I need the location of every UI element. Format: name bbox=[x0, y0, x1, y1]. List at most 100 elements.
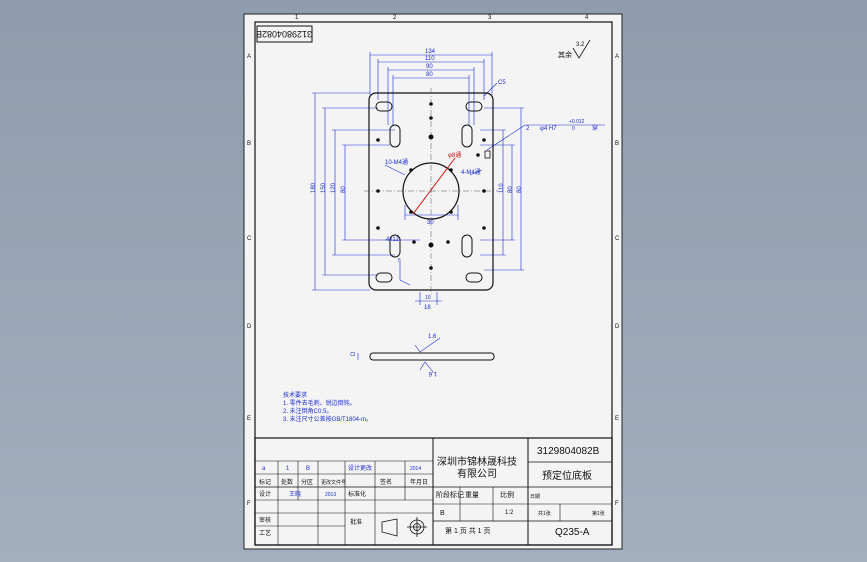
side-view-annotations bbox=[357, 337, 441, 373]
side-dim-1: 5 bbox=[398, 258, 401, 264]
hole bbox=[428, 134, 434, 140]
thread-note-3: φ8通 bbox=[448, 151, 461, 159]
projection-symbol-icon bbox=[381, 517, 427, 537]
drawing-number: 3129804082B bbox=[537, 446, 600, 457]
revision-doc: 设计更改 bbox=[348, 464, 372, 472]
slot-bottom-right-horizontal bbox=[465, 272, 483, 283]
title-block-texts: 深圳市锦林晟科技 有限公司 3129804082B 预定位底板 Q235-A 阶… bbox=[259, 446, 605, 538]
hole bbox=[476, 153, 480, 157]
revision-count: 1 bbox=[286, 466, 290, 472]
standardize-label: 标准化 bbox=[348, 490, 366, 498]
slot-lower-right-vertical bbox=[461, 234, 473, 258]
revision-date: 2014 bbox=[410, 466, 421, 472]
side-dim-2: 10 bbox=[425, 295, 431, 301]
misc-sheet-no: 第1张 bbox=[592, 510, 605, 517]
hole-callout-text: φ4 H7 bbox=[540, 126, 557, 132]
design-date: 2013 bbox=[325, 492, 336, 498]
title-block-entries: 王晓 2013 a 1 B 设计更改 2014 bbox=[262, 464, 421, 498]
hole-callout-suffix: 穿 bbox=[592, 124, 598, 132]
dim-top-4: 80 bbox=[426, 72, 433, 78]
part-name: 预定位底板 bbox=[542, 469, 592, 482]
hole bbox=[409, 168, 413, 172]
col-label-change-doc: 更改文件号 bbox=[321, 479, 346, 486]
dim-top-1: 134 bbox=[425, 49, 436, 55]
hole bbox=[409, 210, 413, 214]
hole bbox=[429, 116, 433, 120]
zone-col-2: 2 bbox=[393, 15, 397, 21]
dim-left-3: 120 bbox=[331, 182, 337, 193]
dim-top-3: 90 bbox=[426, 64, 433, 70]
technical-requirements: 技术要求 1. 零件去毛刺、锐边倒钝。 2. 未注倒角C0.5。 3. 未注尺寸… bbox=[283, 391, 372, 423]
plate-slots bbox=[375, 101, 483, 283]
bore-diameter-leader bbox=[412, 157, 456, 215]
zone-row-d-right: D bbox=[615, 324, 620, 330]
hole bbox=[449, 168, 453, 172]
plate-holes bbox=[376, 102, 486, 270]
central-bore bbox=[402, 162, 460, 220]
zone-row-b-right: B bbox=[615, 141, 619, 147]
hole bbox=[482, 226, 486, 230]
side-view-plate bbox=[369, 352, 495, 361]
zone-row-a-right: A bbox=[615, 54, 619, 60]
title-block bbox=[254, 437, 613, 546]
zone-row-d: D bbox=[247, 324, 252, 330]
side-surface-finish: 1.6 bbox=[428, 334, 437, 340]
company-name-line-1: 深圳市锦林晟科技 bbox=[437, 455, 517, 468]
slot-upper-right-vertical bbox=[461, 124, 473, 148]
drawing-number-rotated: 3129804082B bbox=[256, 29, 312, 39]
surface-finish-symbol bbox=[572, 39, 591, 59]
hole bbox=[376, 138, 380, 142]
scale-value: 1:2 bbox=[505, 510, 514, 516]
zone-row-f-right: F bbox=[615, 501, 619, 507]
hole bbox=[429, 102, 433, 106]
bottom-dim: 18 bbox=[424, 305, 431, 311]
dim-right-3: 80 bbox=[517, 186, 523, 193]
col-label-signature: 签名 bbox=[380, 478, 392, 486]
drawing-number-box bbox=[256, 25, 313, 43]
slot-top-right-horizontal bbox=[465, 101, 483, 112]
zone-row-c-right: C bbox=[615, 236, 620, 242]
col-label-date: 年月日 bbox=[410, 478, 428, 486]
center-hole-dim: 4x12 bbox=[386, 237, 400, 243]
hole bbox=[428, 242, 434, 248]
col-label-zone: 分区 bbox=[301, 478, 313, 486]
zone-row-a: A bbox=[247, 54, 251, 60]
hole bbox=[446, 240, 450, 244]
revision-mark: a bbox=[262, 466, 266, 472]
slot-lower-left-vertical bbox=[389, 234, 401, 258]
tech-note-line-1: 1. 零件去毛刺、锐边倒钝。 bbox=[283, 399, 356, 407]
surface-finish-label: 其余 bbox=[558, 50, 572, 59]
hole-callout-tol-lower: 0 bbox=[572, 126, 575, 132]
hole bbox=[449, 210, 453, 214]
hole bbox=[482, 189, 486, 193]
zone-row-b: B bbox=[247, 141, 251, 147]
scale-header: 比例 bbox=[500, 490, 514, 499]
slot-upper-left-vertical bbox=[389, 124, 401, 148]
revision-zone: B bbox=[306, 466, 310, 472]
company-name-line-2: 有限公司 bbox=[457, 467, 497, 480]
col-label-count: 处数 bbox=[281, 478, 293, 486]
hole bbox=[412, 240, 416, 244]
plate-dimensions bbox=[312, 52, 605, 305]
slot-top-left-horizontal bbox=[375, 101, 393, 112]
hole-callout-tol-upper: +0.012 bbox=[569, 119, 585, 125]
zone-row-c: C bbox=[247, 236, 252, 242]
misc-sheets-total: 共1张 bbox=[538, 510, 551, 517]
center-dim: 30 bbox=[427, 220, 434, 226]
zone-column-labels: 1 2 3 4 bbox=[295, 15, 589, 21]
dim-left-1: 180 bbox=[311, 182, 317, 193]
dim-left-4: 80 bbox=[341, 186, 347, 193]
hole bbox=[429, 266, 433, 270]
surface-finish-value: 3.2 bbox=[576, 42, 585, 48]
zone-row-e-right: E bbox=[615, 416, 619, 422]
approve-label: 批准 bbox=[350, 518, 362, 526]
plate-center-lines bbox=[364, 88, 498, 296]
tech-note-line-3: 3. 未注尺寸公差按GB/T1804-m。 bbox=[283, 415, 372, 423]
zone-row-e: E bbox=[247, 416, 251, 422]
zone-col-4: 4 bbox=[585, 15, 589, 21]
dim-left-2: 150 bbox=[321, 182, 327, 193]
dim-right-1: 110 bbox=[499, 183, 505, 193]
pin-hole bbox=[484, 150, 491, 159]
zone-row-labels: A B C D E F A B C D E F bbox=[247, 54, 620, 507]
weight-header: 重量 bbox=[465, 491, 479, 499]
